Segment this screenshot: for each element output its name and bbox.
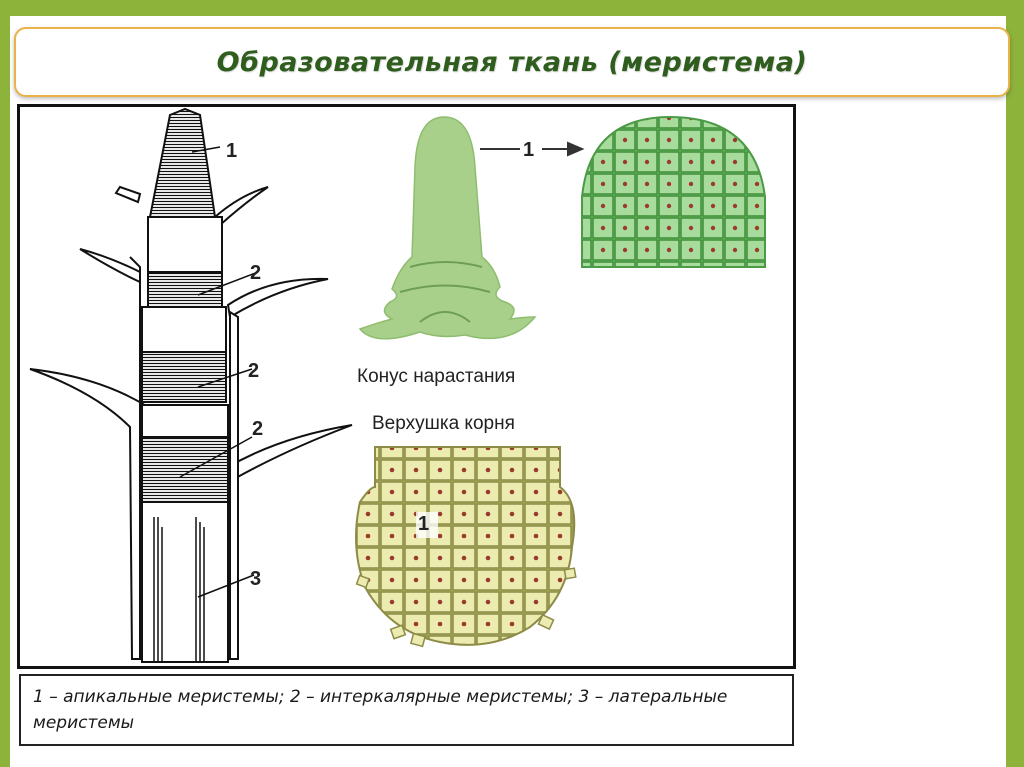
meristem-figure: 1 2 2 2 3 1 Конус нарастания Верхушка ко… (17, 104, 796, 669)
stem-label-intercalary-3: 2 (252, 418, 263, 440)
legend-caption: 1 – апикальные меристемы; 2 – интеркаляр… (19, 674, 794, 746)
figure-drawing: 1 2 2 2 3 1 Конус нарастания Верхушка ко… (29, 107, 766, 663)
cone-arrow-label: 1 (523, 139, 534, 161)
stem-diagram (29, 107, 353, 663)
root-caption: Верхушка корня (372, 413, 515, 434)
stem-label-apical: 1 (226, 140, 237, 162)
cone-caption: Конус нарастания (357, 366, 515, 387)
root-label: 1 (418, 513, 429, 535)
growth-cone-drawing (358, 116, 537, 340)
stem-label-intercalary-1: 2 (250, 262, 261, 284)
stem-label-intercalary-2: 2 (248, 360, 259, 382)
legend-caption-text: 1 – апикальные меристемы; 2 – интеркаляр… (33, 687, 728, 733)
stem-label-lateral: 3 (250, 568, 261, 590)
apex-cells-enlarged (581, 115, 766, 268)
title-banner: Образовательная ткань (меристема) (14, 27, 1010, 97)
slide-title: Образовательная ткань (меристема) (216, 46, 808, 78)
cone-arrow (480, 141, 585, 157)
root-tip-drawing (355, 446, 577, 648)
